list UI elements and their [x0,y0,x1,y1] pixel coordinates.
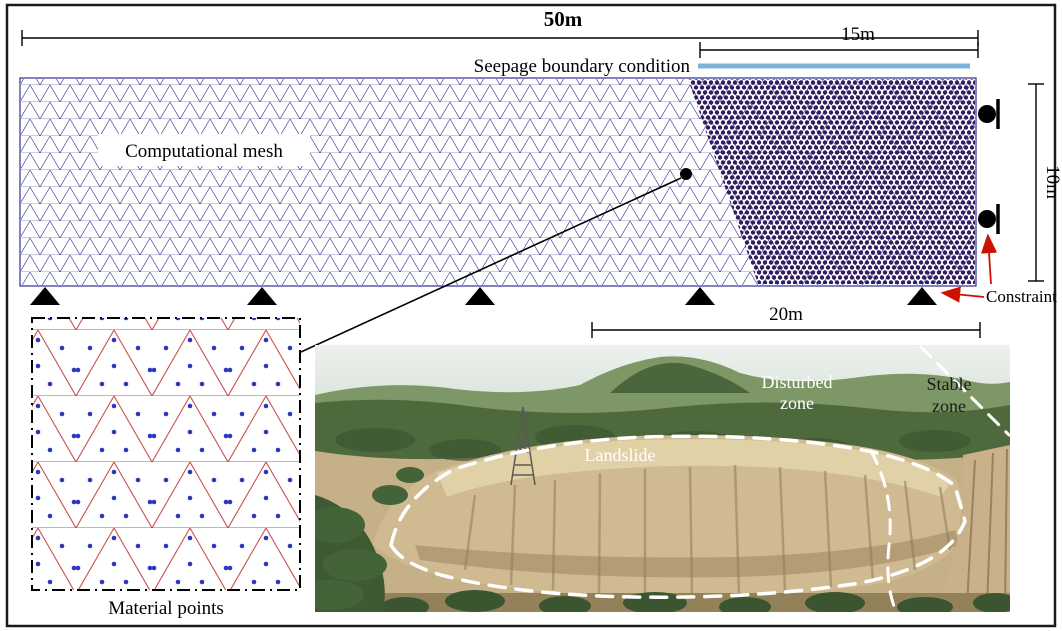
figure-border [5,3,1057,628]
material-points-inset [31,317,301,591]
material-points-zone [688,79,975,284]
dim-label-20m: 20m [769,304,803,325]
computational-mesh: Computational mesh [19,77,977,287]
seepage-label: Seepage boundary condition [474,56,691,77]
stable-zone-boundary-dashed [919,345,1010,437]
pin-support-icon [247,287,277,305]
material-points-label: Material points [108,598,224,619]
landslide-outline-dashed [389,434,967,599]
highlight-point [680,168,692,180]
pylon-icon [510,406,536,486]
dim-label-15m: 15m [841,24,875,45]
dimension-20m [591,322,981,338]
landslide-photo: Disturbed zone Stable zone Landslide [315,345,1010,612]
disturbed-zone-label-line1: Disturbed [762,372,833,392]
dimension-50m [21,30,979,46]
roller-supports [978,99,1000,234]
photo-gullies [966,448,1008,610]
pin-support-icon [907,287,937,305]
roller-support-icon [978,105,996,123]
constraint-arrow [940,286,985,303]
dimension-15m [699,42,979,58]
stable-zone-label-line2: zone [932,396,966,416]
dimension-10m [1028,83,1044,282]
dim-label-10m: 10m [1042,165,1062,199]
disturbed-zone-label-line2: zone [780,393,814,413]
constraint-arrow [980,233,998,285]
landslide-label: Landslide [585,445,656,465]
photo-cliff-rim [437,439,951,497]
constraint-label: Constraint [986,287,1057,306]
photo-cliff-shadow [415,530,960,578]
dim-label-50m: 50m [544,7,583,31]
mesh-label-bg [98,134,310,166]
photo-left-veg-texture [315,467,424,610]
pin-supports [30,287,937,305]
pin-support-icon [685,287,715,305]
photo-mountain [610,362,750,393]
mesh-label: Computational mesh [125,141,283,162]
inset-border [31,317,301,591]
disturbed-zone-boundary-dashed [869,449,897,611]
pin-support-icon [30,287,60,305]
pin-support-icon [465,287,495,305]
stable-zone-label-line1: Stable [927,374,972,394]
photo-cliff-streaks [463,464,952,596]
roller-support-icon [978,210,996,228]
